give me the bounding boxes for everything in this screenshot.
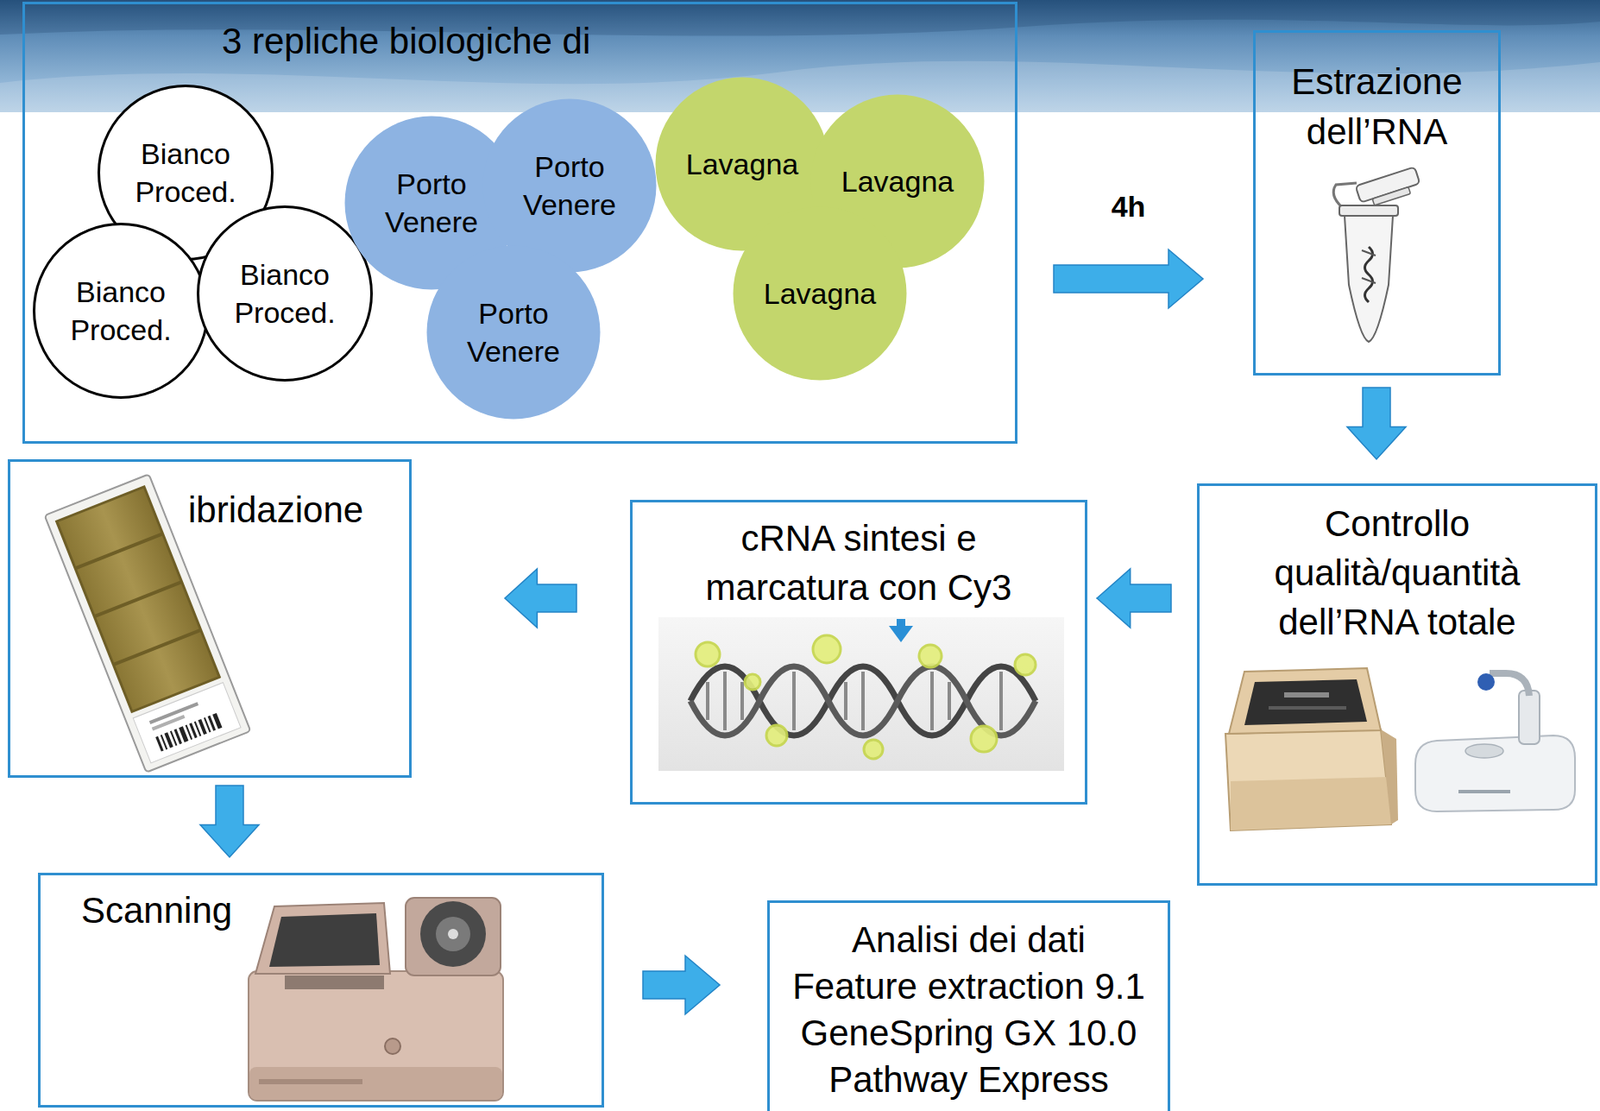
- node-text: Analisi dei dati: [775, 916, 1162, 964]
- sample-circle: Bianco Proced.: [196, 205, 373, 382]
- circle-shape: [733, 207, 908, 381]
- sample-label: Lavagna: [832, 162, 963, 201]
- node-text: GeneSpring GX 10.0: [775, 1009, 1162, 1057]
- edge-label-box: 4h: [1111, 188, 1147, 224]
- node-text: Feature extraction 9.1: [775, 963, 1162, 1010]
- text-area: cRNA sintesi e marcatura con Cy3: [677, 513, 1040, 612]
- node-text: Controllo qualità/quantità dell’RNA tota…: [1241, 498, 1553, 647]
- sample-label: Bianco Proced.: [220, 255, 350, 332]
- tube-icon: [1333, 166, 1423, 342]
- text-area: Bianco Proced.: [32, 222, 209, 399]
- sample-label: Porto Venere: [366, 164, 497, 241]
- circle-outline: [196, 205, 373, 382]
- group-box: 3 repliche biologiche di Bianco Proced. Bi…: [22, 1, 1018, 444]
- node-text: ibridazione: [188, 485, 396, 536]
- process-box: cRNA sintesi e marcatura con Cy3: [629, 499, 1088, 805]
- text-area: Scanning: [81, 885, 263, 936]
- sample-circle: Lavagna: [731, 205, 908, 382]
- node-text: Pathway Express: [775, 1056, 1162, 1103]
- block-arrow: [504, 568, 577, 628]
- node-text: Estrazione dell’RNA: [1270, 56, 1484, 158]
- block-arrow: [1096, 568, 1172, 628]
- circle-shape: [198, 207, 372, 381]
- process-box: Controllo qualità/quantità dell’RNA tota…: [1196, 483, 1598, 886]
- scanner-icon: [248, 897, 504, 1101]
- text-area: Controllo qualità/quantità dell’RNA tota…: [1241, 498, 1553, 647]
- spectrophotometer-icon: [1415, 673, 1575, 812]
- circle-outline: [32, 222, 209, 399]
- sample-circle: Bianco Proced.: [32, 222, 209, 399]
- sample-label: Bianco Proced.: [56, 272, 186, 349]
- text-area: ibridazione: [188, 485, 396, 536]
- text-area: Analisi dei datiFeature extraction 9.1Ge…: [775, 916, 1162, 1103]
- process-box: Scanning: [37, 872, 605, 1108]
- bioanalyzer-icon: [1225, 667, 1399, 831]
- text-area: Bianco Proced.: [196, 205, 373, 382]
- sample-label: Lavagna: [677, 144, 807, 183]
- process-box: Estrazione dell’RNA: [1253, 30, 1501, 376]
- circle-outline: [425, 244, 602, 421]
- node-text: Scanning: [81, 885, 263, 936]
- text-area: Porto Venere: [425, 244, 602, 421]
- sample-label: Porto Venere: [504, 147, 635, 224]
- sample-label: Porto Venere: [448, 294, 579, 371]
- text-area: 3 repliche biologiche di: [221, 19, 706, 63]
- edge-label: 4h: [1111, 188, 1147, 224]
- sample-label: Bianco Proced.: [120, 134, 251, 211]
- process-box: ibridazione: [7, 459, 412, 778]
- block-arrow: [1053, 249, 1204, 309]
- circle-shape: [427, 245, 601, 420]
- circle-shape: [34, 224, 208, 398]
- process-box: Analisi dei datiFeature extraction 9.1Ge…: [767, 900, 1171, 1111]
- text-area: Lavagna: [731, 205, 908, 382]
- node-text: cRNA sintesi e marcatura con Cy3: [677, 513, 1040, 612]
- node-text: 3 repliche biologiche di: [221, 19, 706, 63]
- sample-label: Lavagna: [755, 274, 885, 313]
- block-arrow: [1347, 387, 1406, 460]
- block-arrow: [642, 955, 720, 1015]
- sample-circle: Porto Venere: [425, 244, 602, 421]
- text-area: Estrazione dell’RNA: [1270, 56, 1484, 158]
- block-arrow: [200, 785, 259, 857]
- labelling-picture: [658, 617, 1065, 771]
